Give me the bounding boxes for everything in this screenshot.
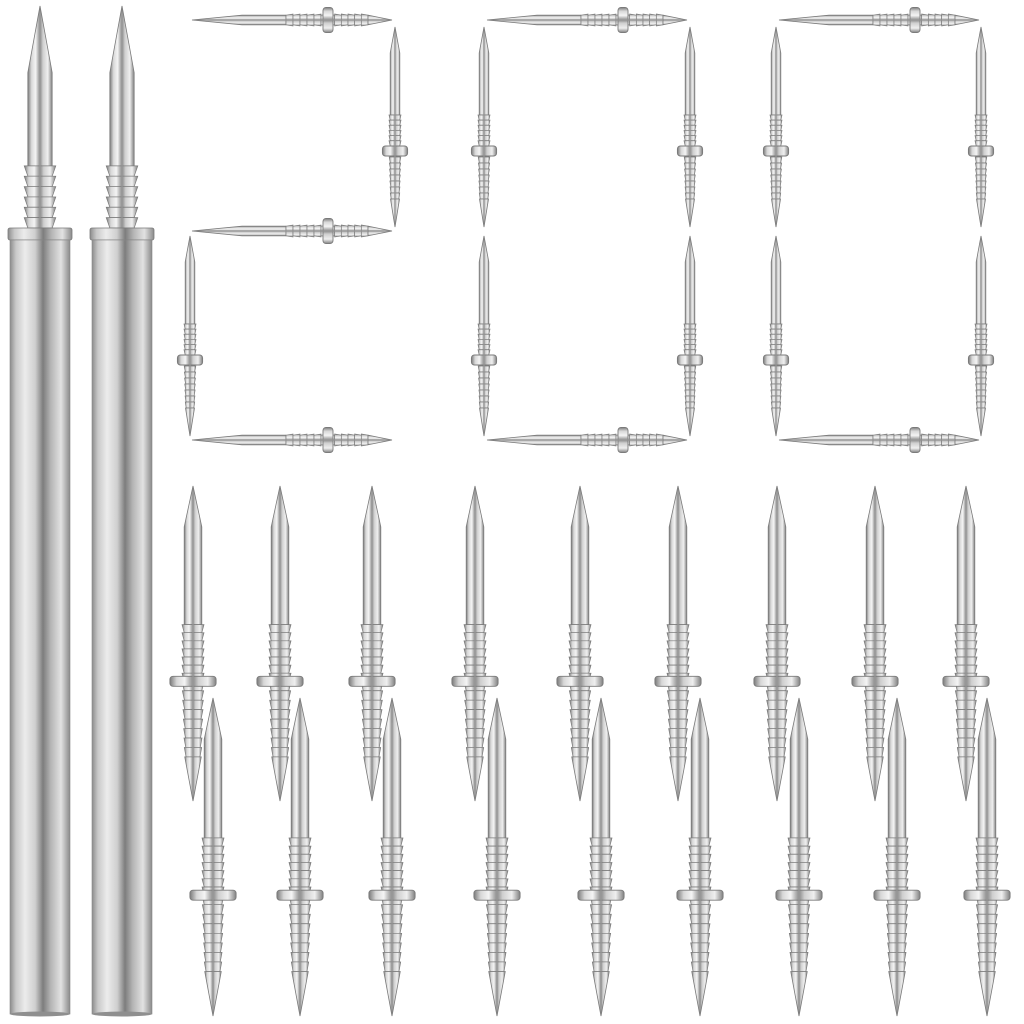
loose-spike — [276, 697, 324, 1017]
loose-spike — [942, 485, 990, 802]
loose-spike — [676, 697, 724, 1017]
horizontal-spike — [486, 424, 688, 456]
vertical-spike — [468, 235, 500, 437]
loose-spike — [256, 485, 304, 802]
loose-spike — [775, 697, 823, 1017]
setter-tube — [89, 5, 155, 1017]
vertical-spike — [760, 26, 792, 228]
vertical-spike — [674, 235, 706, 437]
loose-spike — [189, 697, 237, 1017]
vertical-spike — [174, 235, 206, 437]
horizontal-spike — [191, 424, 393, 456]
horizontal-spike — [778, 4, 980, 36]
setter-tube — [7, 5, 73, 1017]
loose-spike — [873, 697, 921, 1017]
loose-spike — [654, 485, 702, 802]
loose-spike — [556, 485, 604, 802]
loose-spike — [451, 485, 499, 802]
vertical-spike — [379, 26, 411, 228]
loose-spike — [473, 697, 521, 1017]
horizontal-spike — [191, 215, 393, 247]
vertical-spike — [468, 26, 500, 228]
loose-spike — [169, 485, 217, 802]
loose-spike — [963, 697, 1011, 1017]
vertical-spike — [965, 235, 997, 437]
loose-spike — [348, 485, 396, 802]
loose-spike — [368, 697, 416, 1017]
vertical-spike — [760, 235, 792, 437]
horizontal-spike — [778, 424, 980, 456]
loose-spike — [753, 485, 801, 802]
vertical-spike — [965, 26, 997, 228]
loose-spike — [577, 697, 625, 1017]
vertical-spike — [674, 26, 706, 228]
horizontal-spike — [486, 4, 688, 36]
horizontal-spike — [191, 4, 393, 36]
loose-spike — [851, 485, 899, 802]
